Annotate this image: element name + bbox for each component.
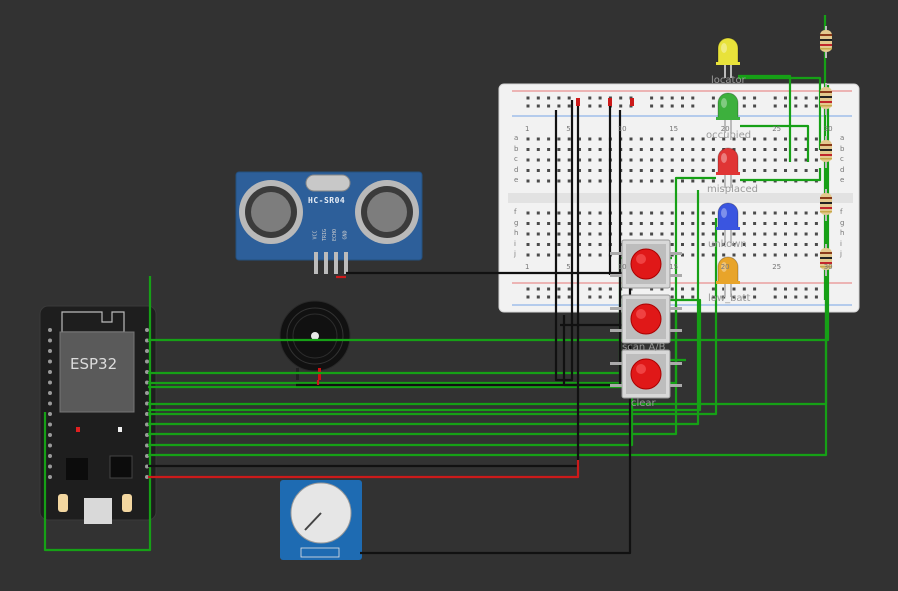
breadboard-column-number: 30 [823, 125, 833, 133]
push-button-1[interactable] [610, 239, 682, 289]
push-button-2[interactable] [610, 294, 682, 344]
breadboard-row-letter: g [514, 218, 519, 227]
led-label-occupied: occupied [706, 130, 752, 141]
breadboard-column-number: 25 [772, 263, 782, 271]
breadboard-row-letter: d [514, 165, 519, 174]
breadboard-row-letter: c [514, 155, 518, 163]
breadboard-row-letter: h [840, 229, 845, 237]
led-locator[interactable] [716, 37, 740, 78]
breadboard[interactable] [498, 83, 860, 313]
led-occupied[interactable] [716, 92, 740, 133]
potentiometer[interactable] [280, 480, 362, 560]
leds[interactable] [716, 37, 740, 297]
sensor-pin-vcc: VCC [312, 230, 319, 240]
breadboard-row-letter: i [514, 239, 516, 248]
breadboard-row-letter: e [840, 176, 845, 184]
breadboard-column-number: 5 [566, 263, 571, 271]
breadboard-column-number: 20 [720, 125, 730, 133]
wire [148, 305, 678, 436]
wire [148, 190, 700, 426]
push-buttons[interactable] [610, 239, 682, 399]
breadboard-column-number: 5 [566, 125, 571, 133]
breadboard-column-number: 30 [823, 263, 833, 271]
sensor-label: HC-SR04 [308, 196, 346, 205]
wire [148, 85, 830, 342]
wire [738, 76, 822, 150]
push-button-3[interactable] [610, 349, 682, 399]
breadboard-row-letter: a [514, 134, 519, 142]
led-low-batt[interactable] [716, 256, 740, 297]
resistor [820, 26, 832, 58]
resistor [820, 189, 832, 221]
led-label-locator: locator [711, 75, 746, 86]
breadboard-column-number: 1 [525, 263, 530, 271]
wire [740, 168, 822, 182]
resistor [820, 83, 832, 115]
wire [148, 290, 828, 457]
breadboard-row-letter: f [514, 208, 517, 216]
esp32-label: ESP32 [70, 355, 118, 373]
button-label-clear: clear [631, 398, 656, 409]
resistor [820, 244, 832, 276]
breadboard-column-number: 25 [772, 125, 782, 133]
breadboard-row-letter: h [514, 229, 519, 237]
led-misplaced[interactable] [716, 147, 740, 188]
breadboard-column-number: 15 [669, 263, 679, 271]
wire [43, 276, 152, 552]
esp32-board[interactable] [39, 305, 157, 524]
led-label-misplaced: misplaced [707, 184, 758, 195]
breadboard-row-letter: f [840, 208, 843, 216]
led-unkown[interactable] [716, 202, 740, 243]
breadboard-row-letter: e [514, 176, 519, 184]
resistor [820, 136, 832, 168]
breadboard-row-letter: g [840, 218, 845, 227]
led-label-low-batt: low_batt [708, 293, 751, 304]
wire [148, 380, 634, 447]
breadboard-column-number: 20 [720, 263, 730, 271]
sensor-pin-echo: ECHO [332, 228, 339, 242]
breadboard-row-letter: j [840, 250, 842, 258]
breadboard-column-number: 10 [617, 263, 627, 271]
breadboard-row-letter: d [840, 165, 845, 174]
wire [740, 124, 810, 162]
wire [148, 298, 702, 412]
wire [148, 176, 716, 385]
led-label-unkown: unkown [708, 239, 747, 250]
breadboard-row-letter: j [514, 250, 516, 258]
breadboard-column-number: 1 [525, 125, 530, 133]
breadboard-row-letter: a [840, 134, 845, 142]
wire [148, 460, 580, 479]
button-label-scan: scan A/B [622, 342, 666, 353]
breadboard-column-number: 15 [669, 125, 679, 133]
breadboard-row-letter: b [514, 144, 519, 153]
sensor-pin-trig: TRIG [322, 228, 329, 242]
breadboard-row-letter: c [840, 155, 844, 163]
breadboard-row-letter: b [840, 144, 845, 153]
resistors [820, 26, 832, 276]
breadboard-row-letter: i [840, 239, 842, 248]
breadboard-column-number: 10 [617, 125, 627, 133]
wire [738, 74, 792, 162]
sensor-pin-gnd: GND [342, 230, 349, 240]
ultrasonic-sensor[interactable] [235, 171, 423, 274]
